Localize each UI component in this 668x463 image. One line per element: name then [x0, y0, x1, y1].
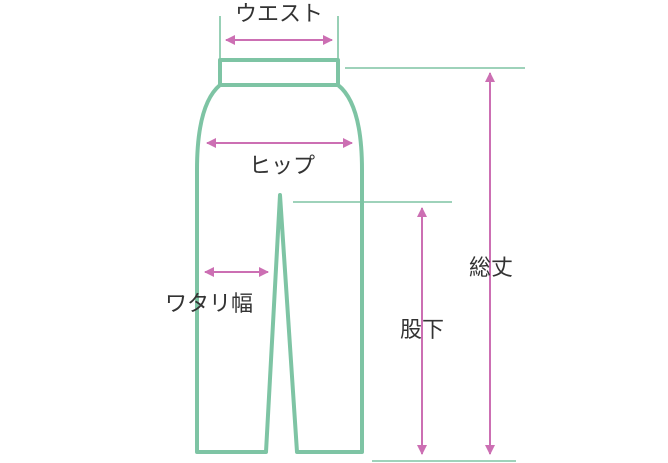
- waistband: [218, 58, 340, 87]
- inseam-label: 股下: [400, 318, 444, 343]
- measurement-labels: ウエスト ヒップ ワタリ幅 股下 総丈: [165, 2, 513, 343]
- total-length-label: 総丈: [469, 256, 513, 281]
- guide-lines: [219, 16, 525, 462]
- waist-label: ウエスト: [235, 2, 323, 27]
- pants-outline: [195, 58, 364, 454]
- hip-label: ヒップ: [249, 154, 315, 179]
- pants-body: [195, 83, 364, 454]
- thigh-label: ワタリ幅: [165, 292, 253, 317]
- measurement-arrows: [204, 35, 495, 455]
